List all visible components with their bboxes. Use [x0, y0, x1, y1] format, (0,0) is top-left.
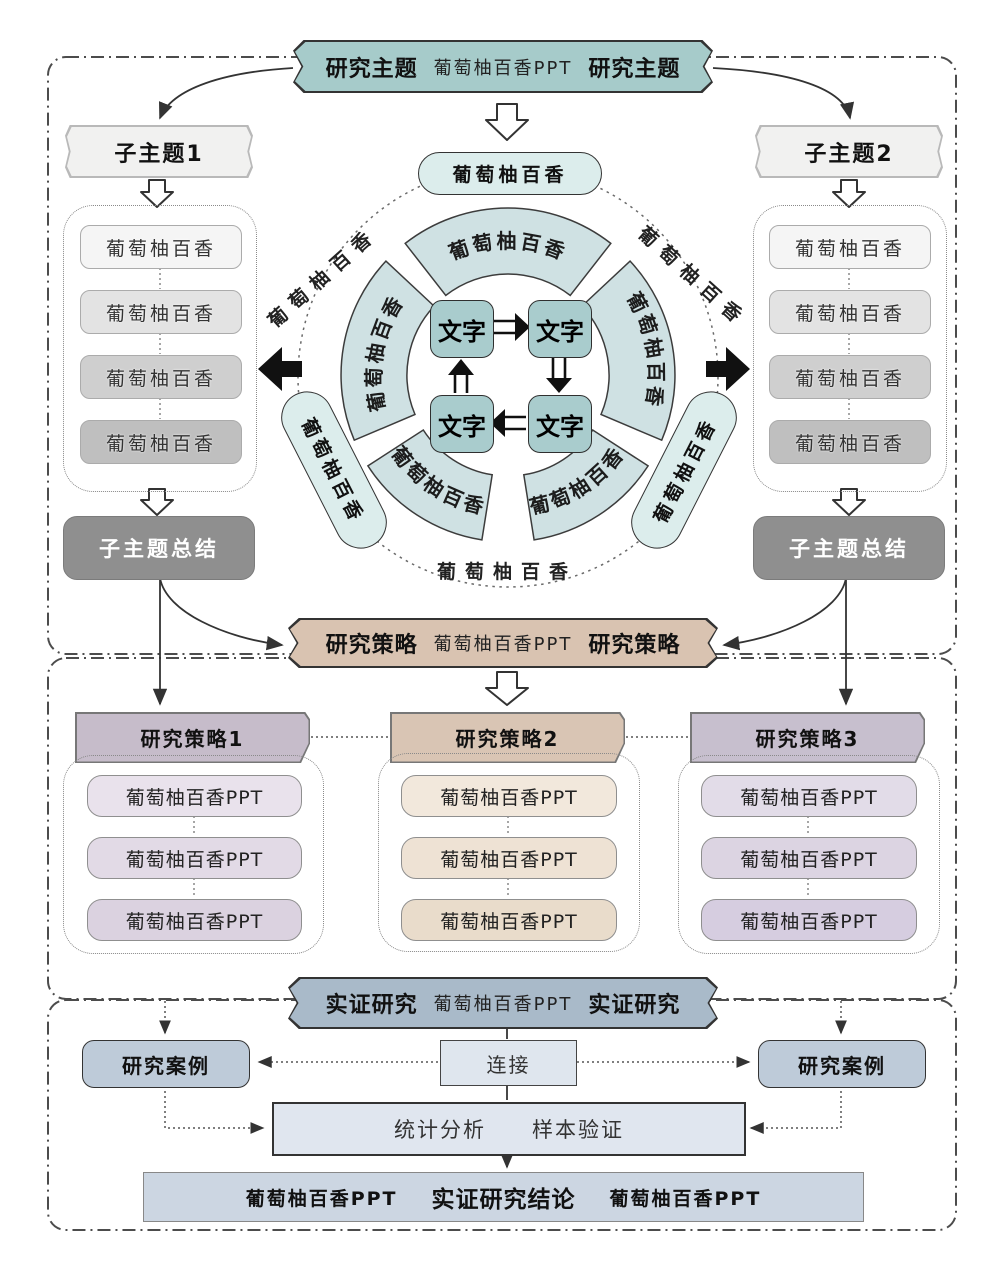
cycle-arrow-right-icon: [515, 313, 530, 341]
cycle-top-pill: 葡萄柚百香: [418, 152, 602, 195]
strategy3-item: 葡萄柚百香PPT: [701, 899, 917, 941]
subtopic1-item: 葡萄柚百香: [80, 420, 242, 464]
case-study-right: 研究案例: [758, 1040, 926, 1088]
hollow-arrows: [140, 103, 866, 706]
strategy2-item-group: [378, 753, 640, 952]
subtopic2-header: 子主题2: [755, 125, 943, 178]
cycle-arrow-left-icon: [490, 409, 505, 437]
conclusion-right-label: 葡萄柚百香PPT: [609, 1187, 762, 1210]
analysis-left-label: 统计分析: [394, 1118, 486, 1142]
arc-top: [404, 207, 612, 297]
subtopic1-item: 葡萄柚百香: [80, 290, 242, 334]
research-topic-banner-fill: [295, 42, 711, 91]
down-arrow-icon: [140, 179, 174, 208]
strategy2-item: 葡萄柚百香PPT: [401, 837, 617, 879]
strategy1-header: 研究策略1: [75, 712, 310, 763]
strategy3-item: 葡萄柚百香PPT: [701, 837, 917, 879]
arc-left: [340, 260, 436, 442]
down-arrow-icon: [485, 103, 529, 141]
conclusion-title: 实证研究结论: [431, 1187, 576, 1213]
subtopic1-item: 葡萄柚百香: [80, 225, 242, 269]
strategy1-item: 葡萄柚百香PPT: [87, 775, 302, 817]
analysis-box: 统计分析 样本验证: [272, 1102, 746, 1156]
analysis-right-label: 样本验证: [532, 1118, 624, 1142]
subtopic1-item: 葡萄柚百香: [80, 355, 242, 399]
subtopic1-header: 子主题1: [65, 125, 253, 178]
arc-right: [580, 260, 676, 442]
cycle-center-box-3: 文字: [528, 395, 592, 453]
side-arrow-right-icon: [706, 347, 750, 391]
strategy3-header: 研究策略3: [690, 712, 925, 763]
subtopic2-item: 葡萄柚百香: [769, 420, 931, 464]
strategy1-item: 葡萄柚百香PPT: [87, 837, 302, 879]
research-strategy-banner: 研究策略 葡萄柚百香PPT 研究策略: [288, 618, 718, 668]
ring-label-bottom: 葡萄柚百香: [436, 560, 577, 583]
strategy3-item-group: [678, 755, 940, 954]
cycle-arcs: [340, 207, 676, 541]
strategy1-item-group: [63, 755, 324, 954]
down-arrow-icon: [832, 179, 866, 208]
side-arrow-left-icon: [258, 347, 302, 391]
research-topic-banner: 研究主题 葡萄柚百香PPT 研究主题: [293, 40, 713, 93]
strategy2-item: 葡萄柚百香PPT: [401, 899, 617, 941]
connectors: [152, 67, 855, 1169]
subtopic2-item: 葡萄柚百香: [769, 225, 931, 269]
down-arrow-icon: [832, 488, 866, 516]
cycle-arrow-up-icon: [448, 359, 474, 375]
link-box: 连接: [440, 1040, 577, 1086]
subtopic2-item: 葡萄柚百香: [769, 290, 931, 334]
item-separators: [159, 268, 850, 898]
dotted-connectors: [159, 736, 847, 1134]
research-topic-banner-text: 研究主题 葡萄柚百香PPT 研究主题: [325, 56, 681, 82]
subtopic1-item-group: [63, 205, 257, 492]
subtopic2-item-group: [753, 205, 947, 492]
cycle-double-arrows: [453, 319, 567, 431]
strategy1-item: 葡萄柚百香PPT: [87, 899, 302, 941]
conclusion-box: 葡萄柚百香PPT 实证研究结论 葡萄柚百香PPT: [143, 1172, 864, 1222]
strategy2-item: 葡萄柚百香PPT: [401, 775, 617, 817]
cycle-center-box-4: 文字: [430, 395, 494, 453]
cycle-center-box-1: 文字: [430, 300, 494, 358]
cycle-center-box-2: 文字: [528, 300, 592, 358]
cycle-arrowheads: [448, 313, 572, 437]
arc-bottom-left: [366, 428, 494, 541]
case-study-left: 研究案例: [82, 1040, 250, 1088]
subtopic2-summary: 子主题总结: [753, 516, 945, 580]
down-arrow-icon: [140, 488, 174, 516]
down-arrow-icon: [485, 671, 529, 706]
subtopic1-summary: 子主题总结: [63, 516, 255, 580]
strategy3-item: 葡萄柚百香PPT: [701, 775, 917, 817]
conclusion-left-label: 葡萄柚百香PPT: [245, 1187, 398, 1210]
subtopic2-item: 葡萄柚百香: [769, 355, 931, 399]
cycle-arrow-down-icon: [546, 378, 572, 393]
empirical-research-banner: 实证研究 葡萄柚百香PPT 实证研究: [288, 977, 718, 1029]
